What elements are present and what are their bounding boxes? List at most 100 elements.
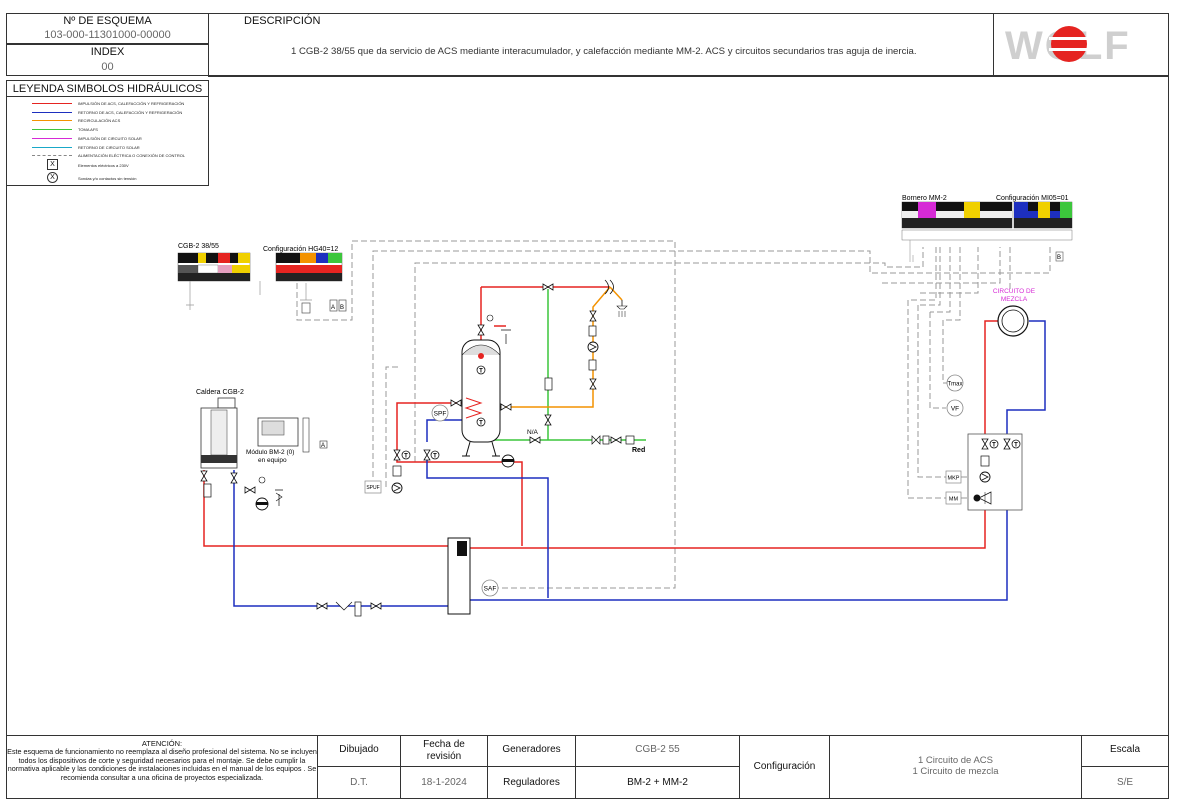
generators-label: Generadores xyxy=(502,744,561,755)
vf-sensor: VF xyxy=(946,399,964,417)
return-pipes xyxy=(233,320,1046,607)
recirculation-pipes xyxy=(500,286,623,408)
mixing-circuit-radiator xyxy=(997,305,1029,337)
scheme-number: 103-000-11301000-00000 xyxy=(44,29,171,41)
spuf-sensor: SPUF xyxy=(364,480,382,494)
mix-circuit-label-1: CIRCUITO DE xyxy=(993,288,1036,295)
hydraulic-separator xyxy=(447,537,471,615)
dhw-outlet xyxy=(542,279,628,317)
date-label: Fecha de revisión xyxy=(423,739,465,762)
return-line-fittings xyxy=(316,601,382,617)
regulators-label: Reguladores xyxy=(503,777,560,788)
description-label: DESCRIPCIÓN xyxy=(244,15,321,27)
warning-text: Este esquema de funcionamiento no reempl… xyxy=(7,747,317,782)
drawing-frame-top xyxy=(208,76,1169,77)
legend-label-6: ALIMENTACIÓN ELÉCTRICA O CONEXIÓN DE CON… xyxy=(78,153,186,159)
legend-line-0 xyxy=(32,103,72,104)
generators-value: CGB-2 55 xyxy=(635,744,680,755)
wolf-logo-circle xyxy=(1051,26,1087,62)
legend-label-0: IMPULSIÓN DE ACS, CALEFACCIÓN Y REFRIGER… xyxy=(78,101,185,106)
terminal-b-mm2: B xyxy=(1057,255,1061,261)
boiler-title: Caldera CGB-2 xyxy=(196,389,244,396)
legend-line-5 xyxy=(32,146,72,148)
header-logo-box xyxy=(993,13,1169,76)
mm2-terminal-block xyxy=(901,201,1073,241)
na-label: N/A xyxy=(527,429,539,436)
legend-line-1 xyxy=(32,111,72,113)
dhw-tank xyxy=(461,339,501,457)
wolf-logo: WOLF xyxy=(1005,24,1129,66)
legend-title-underline xyxy=(6,96,209,97)
legend-label-2: RECIRCULACIÓN ACS xyxy=(78,118,121,124)
terminal-a-bm2: A xyxy=(321,443,325,449)
legend-symbol-230v-label: Elementos eléctricos a 230V xyxy=(78,163,129,168)
cgb2-wiring xyxy=(186,281,347,314)
control-wiring xyxy=(296,240,1051,589)
terminal-a-hg: A xyxy=(331,305,335,311)
legend-line-6 xyxy=(32,155,72,157)
footer-scale-value-box xyxy=(1081,766,1169,799)
date-value: 18-1-2024 xyxy=(421,777,467,788)
config-hg40: Configuración HG40=12 xyxy=(263,246,338,253)
saf-label: SAF xyxy=(484,586,497,593)
tmax-sensor: Tmax xyxy=(946,374,964,392)
module-label-2: en equipo xyxy=(258,457,287,464)
recirc-valve xyxy=(500,403,512,411)
mkp-label: MKP xyxy=(948,476,960,482)
spf-sensor: SPF xyxy=(431,404,449,422)
cold-water-fittings xyxy=(529,377,635,445)
vf-label: VF xyxy=(951,406,959,413)
drawing-frame-left xyxy=(6,186,7,735)
regulators-value: BM-2 + MM-2 xyxy=(627,777,688,788)
tank-expansion-vessel xyxy=(501,454,515,468)
tank-inlet-valve xyxy=(450,399,462,407)
terminal-b-hg: B xyxy=(340,305,344,311)
cgb2-terminal-block xyxy=(177,252,251,282)
dhw-primary-pump-group xyxy=(391,449,440,494)
scheme-label: Nº DE ESQUEMA xyxy=(63,15,152,27)
index-label: INDEX xyxy=(90,46,125,58)
mm-box: MM xyxy=(945,491,962,505)
legend-symbol-probe-label: Sondas y/o contactos sin tensión xyxy=(78,176,137,181)
mm2-wiring-ticks xyxy=(909,240,1064,262)
saf-sensor: SAF xyxy=(481,579,499,597)
scale-value: S/E xyxy=(1116,777,1134,788)
bm2-module: A xyxy=(257,417,328,453)
warning-title: ATENCIÓN: xyxy=(141,739,183,748)
index-value: 00 xyxy=(101,61,114,73)
config-mi05: Configuración MI05=01 xyxy=(996,195,1069,202)
legend-box xyxy=(6,80,209,186)
legend-label-5: RETORNO DE CIRCUITO SOLAR xyxy=(78,144,140,150)
red-label: Red xyxy=(632,447,645,454)
bornero-label: Bornero MM-2 xyxy=(902,195,947,202)
legend-line-3 xyxy=(32,129,72,131)
mix-circuit-label-2: MEZCLA xyxy=(1001,296,1028,303)
cold-water-pipes xyxy=(481,289,646,441)
cgb2-label: CGB-2 38/55 xyxy=(178,243,219,250)
description-text: 1 CGB-2 38/55 que da servicio de ACS med… xyxy=(291,46,917,57)
boiler xyxy=(200,397,238,498)
legend-symbol-probe: X xyxy=(47,172,58,183)
hg40-terminal-block xyxy=(275,252,343,282)
mm-label: MM xyxy=(949,497,959,503)
module-label-1: Módulo BM-2 (0) xyxy=(246,449,294,456)
recirc-fittings xyxy=(587,310,599,390)
mkp-box: MKP xyxy=(945,470,962,484)
legend-label-1: RETORNO DE ACS, CALEFACCIÓN Y REFRIGERAC… xyxy=(78,109,183,115)
drawing-frame-right xyxy=(1168,76,1169,735)
legend-title: LEYENDA SIMBOLOS HIDRÁULICOS xyxy=(12,83,203,95)
legend-line-4 xyxy=(32,137,72,139)
flow-pipes xyxy=(203,286,998,549)
drawn-label: Dibujado xyxy=(339,744,379,755)
tank-safety-valve xyxy=(477,314,511,344)
scale-label: Escala xyxy=(1109,744,1140,755)
spf-label: SPF xyxy=(434,411,447,418)
config-value-2: 1 Circuito de mezcla xyxy=(912,766,999,777)
tmax-label: Tmax xyxy=(948,382,963,388)
legend-line-2 xyxy=(32,120,72,122)
drawn-value: D.T. xyxy=(350,777,368,788)
boiler-safety-group xyxy=(244,476,283,511)
legend-label-3: TOMA AFS xyxy=(78,127,98,133)
mm2-module-box xyxy=(967,433,1023,511)
